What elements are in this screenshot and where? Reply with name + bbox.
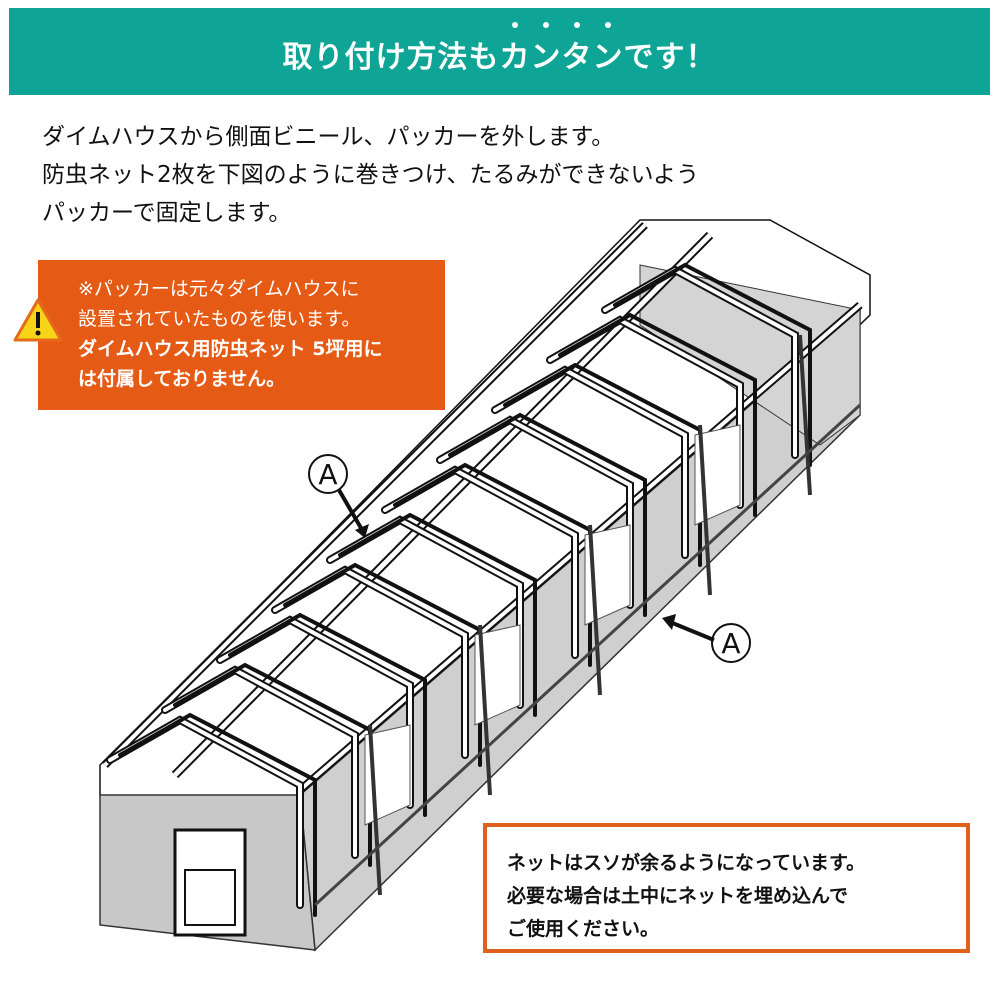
callout-a-right: A	[711, 623, 751, 663]
callout-label: A	[721, 626, 741, 660]
page-title: 取り付け方法もカンタンです！	[282, 21, 717, 76]
emphasis-char: カ	[500, 21, 531, 76]
warning-line: 設置されていたものを使います。	[78, 308, 361, 330]
callout-arrow-upper	[337, 488, 369, 538]
note-line: ご使用ください。	[507, 918, 660, 940]
intro-line: パッカーで固定します。	[42, 200, 292, 226]
intro-line: ダイムハウスから側面ビニール、パッカーを外します。	[42, 124, 615, 150]
greenhouse-illustration	[99, 219, 871, 952]
intro-text: ダイムハウスから側面ビニール、パッカーを外します。 防虫ネット2枚を下図のように…	[42, 118, 699, 232]
header-banner: 取り付け方法もカンタンです！	[9, 8, 990, 95]
warning-triangle-icon	[13, 298, 63, 342]
note-line: ネットはスソが余るようになっています。	[507, 852, 866, 874]
note-box: ネットはスソが余るようになっています。 必要な場合は土中にネットを埋め込んで ご…	[483, 823, 970, 953]
emphasis-char: ン	[593, 21, 624, 76]
callout-arrow-right	[662, 614, 715, 642]
emphasis-char: タ	[562, 21, 593, 76]
warning-box: ※パッカーは元々ダイムハウスに 設置されていたものを使います。 ダイムハウス用防…	[38, 260, 445, 410]
callout-label: A	[318, 457, 338, 491]
note-line: 必要な場合は土中にネットを埋め込んで	[507, 885, 849, 907]
warning-line: ※パッカーは元々ダイムハウスに	[78, 278, 360, 300]
warning-line-bold: ダイムハウス用防虫ネット 5坪用に	[78, 338, 383, 360]
emphasis-char: ン	[531, 21, 562, 76]
title-text-end: です！	[623, 39, 717, 75]
callout-a-upper: A	[308, 454, 348, 494]
title-text: 取り付け方法も	[282, 39, 500, 75]
warning-line-bold: は付属しておりません。	[78, 368, 286, 390]
intro-line: 防虫ネット2枚を下図のように巻きつけ、たるみができないよう	[42, 162, 700, 188]
